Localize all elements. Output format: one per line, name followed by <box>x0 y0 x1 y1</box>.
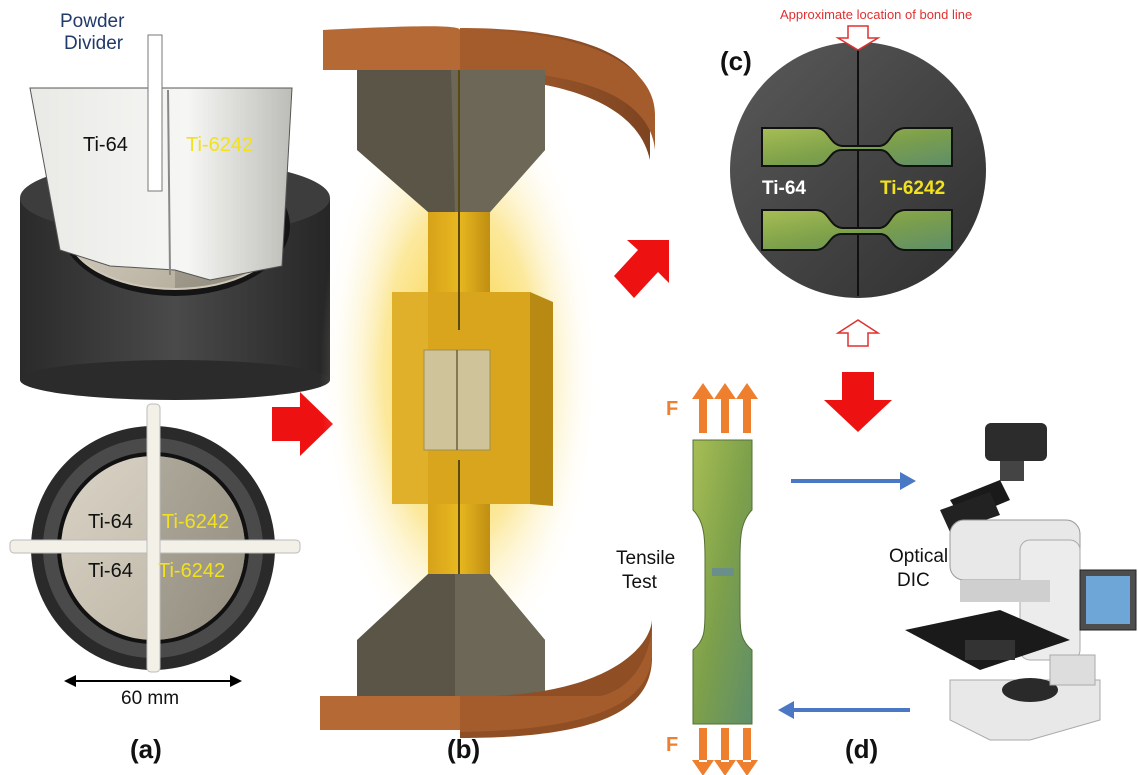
microscope-icon <box>905 423 1137 741</box>
optical-dic-line2: DIC <box>897 570 930 591</box>
optical-dic-line1: Optical <box>889 546 949 567</box>
dimension-label: 60 mm <box>121 688 180 709</box>
blue-arrow-from-microscope <box>778 701 910 719</box>
panel-c-disc <box>730 42 986 298</box>
bond-line-marker-top <box>835 25 881 51</box>
dimension-line <box>64 675 242 687</box>
panel-b-label: (b) <box>447 734 481 764</box>
tensile-specimen <box>692 439 753 725</box>
panel-d-label: (d) <box>845 734 879 764</box>
force-arrows-bottom <box>692 728 758 775</box>
red-arrow-b-to-c <box>614 240 669 298</box>
force-label-bottom: F <box>666 734 679 756</box>
powder-divider-label-line2: Divider <box>64 33 124 54</box>
red-arrow-c-to-d <box>824 372 892 432</box>
force-label-top: F <box>666 398 679 420</box>
panel-c-ti64: Ti-64 <box>762 178 807 199</box>
panel-a-bottom-ti6242-lower: Ti-6242 <box>158 560 226 582</box>
panel-a-bottom-ti64-upper: Ti-64 <box>88 511 133 533</box>
bond-line-marker-bottom <box>835 319 881 347</box>
red-arrow-a-to-b <box>272 392 333 456</box>
powder-divider-label-line1: Powder <box>60 11 125 32</box>
panel-a-label: (a) <box>130 734 162 764</box>
panel-c-ti6242: Ti-6242 <box>880 178 946 199</box>
panel-a-bottom-ti6242-upper: Ti-6242 <box>162 511 230 533</box>
force-arrows-top <box>692 383 758 433</box>
panel-c-specimen-outlines <box>761 127 953 251</box>
tensile-test-line2: Test <box>622 572 657 593</box>
panel-a-top-ti6242: Ti-6242 <box>186 134 254 156</box>
panel-a-bottom-ti64-lower: Ti-64 <box>88 560 133 582</box>
tensile-test-line1: Tensile <box>616 548 676 569</box>
panel-a-top-ti64: Ti-64 <box>83 134 128 156</box>
blue-arrow-to-microscope <box>791 472 916 490</box>
powder-divider <box>29 34 293 281</box>
panel-b-sps-assembly <box>320 26 655 738</box>
panel-a-bottom-die <box>9 403 301 673</box>
panel-c-label: (c) <box>720 46 752 76</box>
bond-line-note: Approximate location of bond line <box>780 7 973 22</box>
